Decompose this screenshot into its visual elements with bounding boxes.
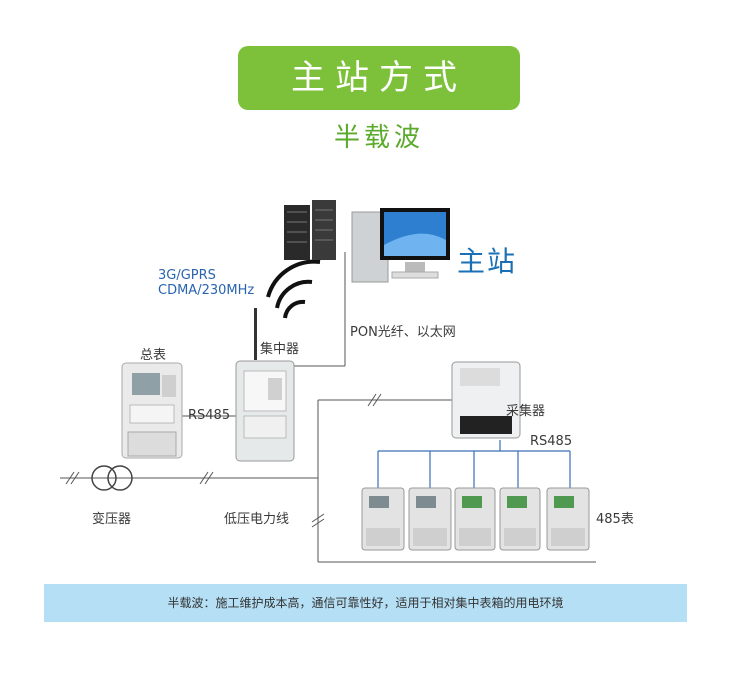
title-banner: 主站方式: [238, 46, 520, 110]
meter-485: [499, 487, 541, 551]
master-station-label: 主站: [457, 245, 518, 278]
desktop-computer-icon: [351, 208, 450, 283]
line-break-marks: [65, 393, 382, 528]
main-meter-label: 总表: [140, 348, 167, 363]
collector-label: 采集器: [506, 404, 546, 419]
transformer-label: 变压器: [92, 512, 132, 527]
wireless-label-line2: CDMA/230MHz: [158, 283, 255, 298]
wireless-label: 3G/GPRS CDMA/230MHz: [158, 268, 254, 298]
power-line-network: [60, 252, 596, 563]
meter-485-group: [361, 487, 590, 551]
wireless-signal-icon: [266, 259, 321, 319]
note-text: 半载波：施工维护成本高，通信可靠性好，适用于相对集中表箱的用电环境: [167, 596, 564, 610]
meter-485: [546, 487, 590, 551]
meter-485: [361, 487, 405, 551]
meter-485-label: 485表: [596, 512, 634, 527]
meter-485: [454, 487, 496, 551]
antenna-icon: [254, 308, 257, 360]
page-title: 主站方式: [291, 58, 467, 98]
server-rack-icon: [284, 200, 336, 260]
concentrator-label: 集中器: [260, 342, 300, 357]
low-voltage-line-label: 低压电力线: [224, 512, 290, 527]
meter-485: [408, 487, 452, 551]
page-subtitle: 半载波: [333, 123, 424, 153]
wireless-label-line1: 3G/GPRS: [158, 268, 216, 283]
collector-device: [451, 361, 521, 439]
main-meter-device: [121, 362, 183, 459]
rs485-left-label: RS485: [188, 408, 231, 423]
note-banner: 半载波：施工维护成本高，通信可靠性好，适用于相对集中表箱的用电环境: [44, 584, 687, 622]
pon-label: PON光纤、以太网: [350, 325, 456, 340]
rs485-bus: [377, 440, 571, 488]
transformer-icon: [91, 465, 133, 491]
rs485-right-label: RS485: [530, 434, 573, 449]
concentrator-device: [235, 360, 295, 462]
